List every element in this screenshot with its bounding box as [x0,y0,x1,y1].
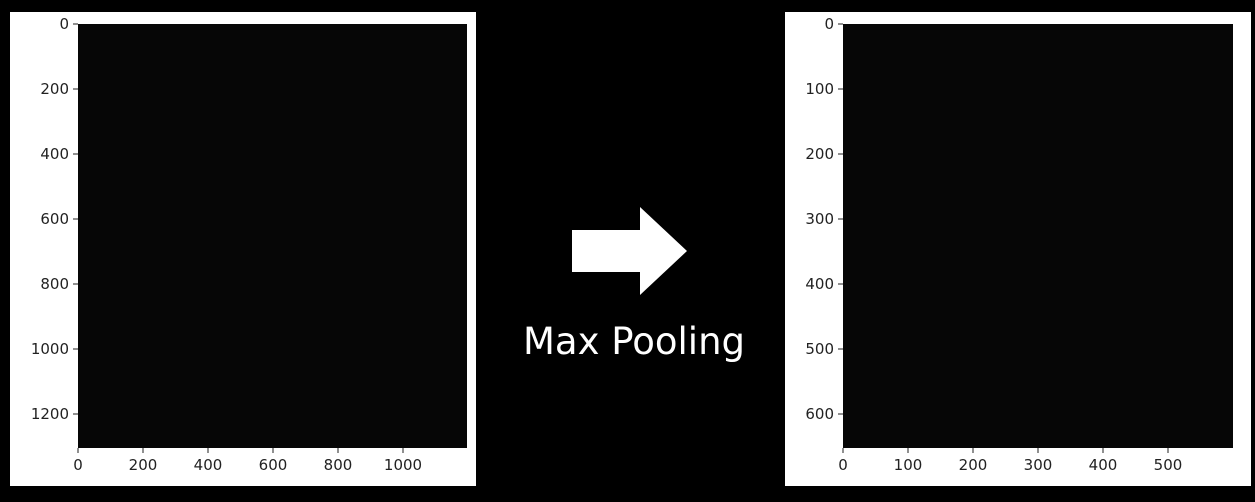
y-tick-label: 200 [805,145,834,163]
y-tick-label: 200 [40,80,69,98]
x-tick-label: 500 [1154,456,1183,474]
x-tick-label: 800 [324,456,353,474]
arrow-wrapper [568,205,690,301]
left-axes: 0 200 400 600 800 1000 0 200 400 600 800 1000 1200 [31,15,422,474]
x-tick-label: 300 [1024,456,1053,474]
y-tick-label: 1200 [31,405,69,423]
x-tick-label: 400 [194,456,223,474]
x-tick-label: 600 [259,456,288,474]
x-tick-label: 200 [959,456,988,474]
y-tick-label: 600 [40,210,69,228]
right-arrow-icon [572,207,687,295]
y-tick-label: 800 [40,275,69,293]
y-tick-label: 600 [805,405,834,423]
y-tick-label: 0 [824,15,834,33]
max-pooling-label: Max Pooling [522,320,746,363]
x-tick-label: 0 [73,456,83,474]
y-tick-label: 0 [59,15,69,33]
left-image-area [78,24,467,448]
y-tick-label: 400 [40,145,69,163]
y-tick-label: 100 [805,80,834,98]
y-tick-label: 1000 [31,340,69,358]
right-axes: 0 100 200 300 400 500 0 100 200 300 400 500 600 [805,15,1182,474]
y-tick-label: 500 [805,340,834,358]
x-tick-label: 400 [1089,456,1118,474]
y-tick-label: 400 [805,275,834,293]
y-tick-label: 300 [805,210,834,228]
x-tick-label: 0 [838,456,848,474]
x-tick-label: 100 [894,456,923,474]
x-tick-label: 1000 [384,456,422,474]
x-tick-label: 200 [129,456,158,474]
right-image-area [843,24,1233,448]
